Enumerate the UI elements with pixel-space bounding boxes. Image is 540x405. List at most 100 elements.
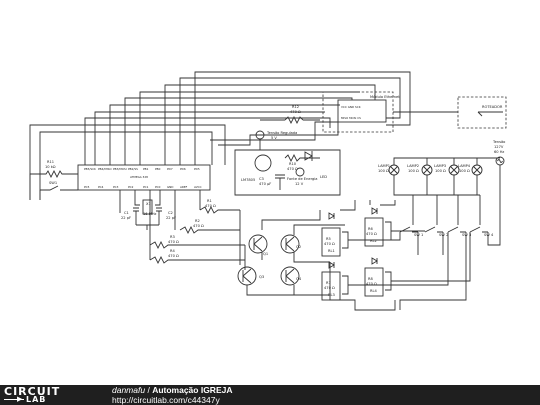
resistor-r3: R3 470 Ω [149,235,245,250]
router-module: ROTEADOR [457,96,507,129]
svg-text:PD5: PD5 [194,167,200,171]
svg-text:LM7805: LM7805 [241,178,255,182]
circuitlab-logo[interactable]: CIRCUIT ▶ LAB [4,386,104,404]
svg-text:PC4: PC4 [98,185,104,189]
svg-text:C1: C1 [124,211,129,215]
svg-text:PB1: PB1 [143,167,149,171]
svg-text:R1: R1 [207,199,212,203]
svg-text:C3: C3 [259,177,264,181]
lamp-4: LAMP4 100 Ω [458,164,483,176]
capacitor-c1: C1 22 pF [121,207,139,225]
svg-text:5 V: 5 V [271,136,277,140]
svg-text:470 Ω: 470 Ω [193,224,204,228]
svg-text:Q4: Q4 [296,277,302,281]
svg-text:R4: R4 [170,249,175,253]
svg-text:470 Ω: 470 Ω [324,242,335,246]
svg-text:Tensão Regulada: Tensão Regulada [266,131,297,135]
svg-text:PC5: PC5 [84,185,90,189]
svg-text:60 Hz: 60 Hz [494,150,504,154]
svg-text:470 μF: 470 μF [259,182,271,186]
regulator-lm7805: LM7805 C3 470 μF [241,154,285,190]
logo-text-lab: LAB [26,395,47,404]
svg-text:100 Ω: 100 Ω [435,169,446,173]
svg-text:R6: R6 [368,227,373,231]
svg-text:RL3: RL3 [328,293,335,297]
svg-text:PC2: PC2 [128,185,134,189]
svg-text:Tensão: Tensão [492,140,505,144]
svg-text:SW 4: SW 4 [484,233,494,237]
svg-text:Q1: Q1 [263,252,268,256]
voltage-source-5v: Tensão Regulada 5 V [255,130,297,140]
circuit-title[interactable]: Automação IGREJA [152,385,233,395]
svg-text:470 Ω: 470 Ω [287,167,298,171]
relay-block-4: R8 470 Ω RL4 [364,267,392,297]
mains-source: Tensão 127V 60 Hz [492,140,505,166]
svg-text:LAMP3: LAMP3 [434,164,446,168]
resistor-r12: R12 470 Ω [260,105,320,125]
svg-text:AVCC: AVCC [194,185,202,189]
svg-text:PC0: PC0 [155,185,161,189]
transistor-q3: Q3 [237,266,264,286]
relay-contacts: SW 1 SW 2 SW 3 SW 4 [399,226,494,237]
svg-text:GND: GND [167,185,173,189]
mcu-label: ATMEGA 328 [130,175,148,179]
lamp-1: LAMP1 100 Ω [378,164,400,176]
credit-line: danmafu / Automação IGREJA [112,386,232,395]
indicator-leds [328,207,378,269]
svg-text:22 pF: 22 pF [166,216,176,220]
resistor-r4: R4 470 Ω [149,249,245,265]
svg-text:RL1: RL1 [328,249,335,253]
svg-text:R7: R7 [326,281,331,285]
credit-separator: / [145,385,153,395]
svg-text:10 kΩ: 10 kΩ [45,165,56,169]
svg-text:R2: R2 [195,219,200,223]
mcu-pins-top: PB5/SCK PB4/MISO PB3/MOSI PB2/SS PB1 PB0… [84,167,200,171]
svg-text:PC1: PC1 [143,185,149,189]
svg-text:SW 1: SW 1 [414,233,423,237]
svg-text:100 Ω: 100 Ω [459,169,470,173]
svg-text:C2: C2 [168,211,173,215]
transistor-q1: Q1 [248,234,268,256]
mcu-atmega: ATMEGA 328 PB5/SCK PB4/MISO PB3/MOSI PB2… [77,164,211,191]
svg-text:12 V: 12 V [295,182,304,186]
relay-block-3: R7 470 Ω RL3 [321,271,349,301]
power-led: LED [304,151,327,179]
transistor-q4: Q4 [280,266,302,286]
svg-text:470 Ω: 470 Ω [205,204,216,208]
svg-text:470 Ω: 470 Ω [366,232,377,236]
svg-text:PB5/SCK: PB5/SCK [84,167,96,171]
svg-text:Q3: Q3 [259,275,264,279]
resistor-r10: R10 470 Ω [284,153,320,171]
svg-text:R8: R8 [368,277,373,281]
svg-text:R5: R5 [326,237,331,241]
svg-text:22 pF: 22 pF [121,216,131,220]
lamp-2: LAMP2 100 Ω [407,164,433,176]
svg-text:MISO MOSI CS: MISO MOSI CS [341,116,361,120]
circuit-url[interactable]: http://circuitlab.com/c44347y [112,394,220,405]
svg-text:470 Ω: 470 Ω [168,254,179,258]
mcu-pins-bottom: PC5 PC4 PC3 PC2 PC1 PC0 GND AREF AVCC [84,185,202,189]
svg-text:R3: R3 [170,235,175,239]
svg-text:127V: 127V [494,145,504,149]
resistor-r11: R11 10 kΩ [40,160,78,179]
author-link[interactable]: danmafu [112,385,146,395]
svg-text:PD7: PD7 [167,167,173,171]
lamp-3: LAMP3 100 Ω [434,164,460,176]
svg-text:PB0: PB0 [155,167,161,171]
svg-text:LAMP1: LAMP1 [378,164,390,168]
resistor-r1: R1 470 Ω [199,199,240,215]
relay-block-2: R6 470 Ω RL2 [364,217,392,247]
svg-text:Q2: Q2 [296,245,301,249]
ethernet-module-label: Módulo Ethernet [370,95,400,99]
logo-bar [4,399,24,400]
circuit-schematic: VCC GND SCK MISO MOSI CS Módulo Ethernet… [29,71,507,311]
switch-sw1: SW1 [29,173,78,200]
svg-text:SW 3: SW 3 [462,233,471,237]
power-source-12v: Fonte de Energia 12 V [287,167,317,186]
svg-text:SW1: SW1 [49,181,57,185]
router-label: ROTEADOR [482,105,503,109]
svg-text:470 Ω: 470 Ω [324,286,335,290]
svg-text:RL4: RL4 [370,289,377,293]
resistor-r2: R2 470 Ω [179,219,240,235]
svg-text:100 Ω: 100 Ω [378,169,389,173]
